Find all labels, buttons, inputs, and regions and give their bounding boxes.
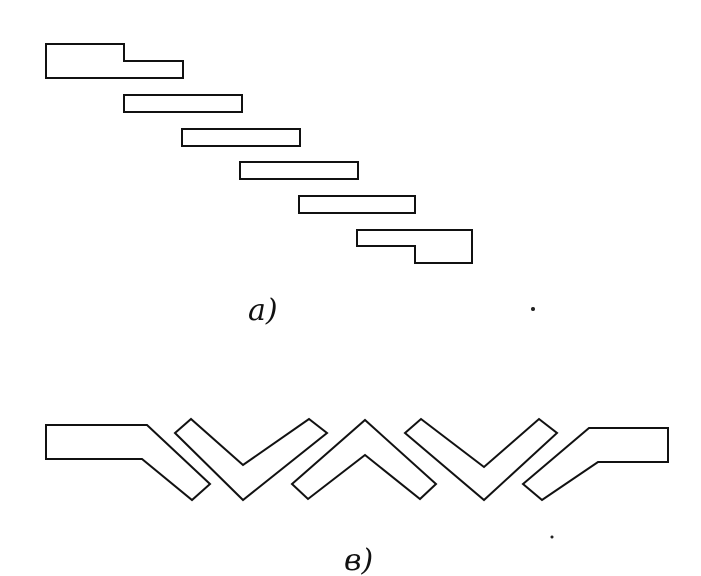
scan-speck-2 (550, 535, 554, 539)
zigzag-end-left (45, 424, 212, 502)
strip-end-bottom (356, 229, 473, 264)
strip-2 (123, 94, 243, 113)
zigzag-v-2 (403, 417, 559, 502)
strip-3 (181, 128, 301, 147)
figure-b: в) (45, 417, 669, 576)
zigzag-v-1 (173, 417, 329, 502)
strip-end-top (45, 43, 184, 79)
zigzag-end-right (521, 427, 669, 502)
strip-5 (298, 195, 416, 214)
figure-a: a) (45, 43, 473, 328)
caption-b: в) (344, 543, 373, 576)
caption-a: a) (248, 293, 278, 328)
zigzag-inverted-v (290, 418, 438, 501)
scan-speck-1 (531, 307, 535, 311)
strip-4 (239, 161, 359, 180)
